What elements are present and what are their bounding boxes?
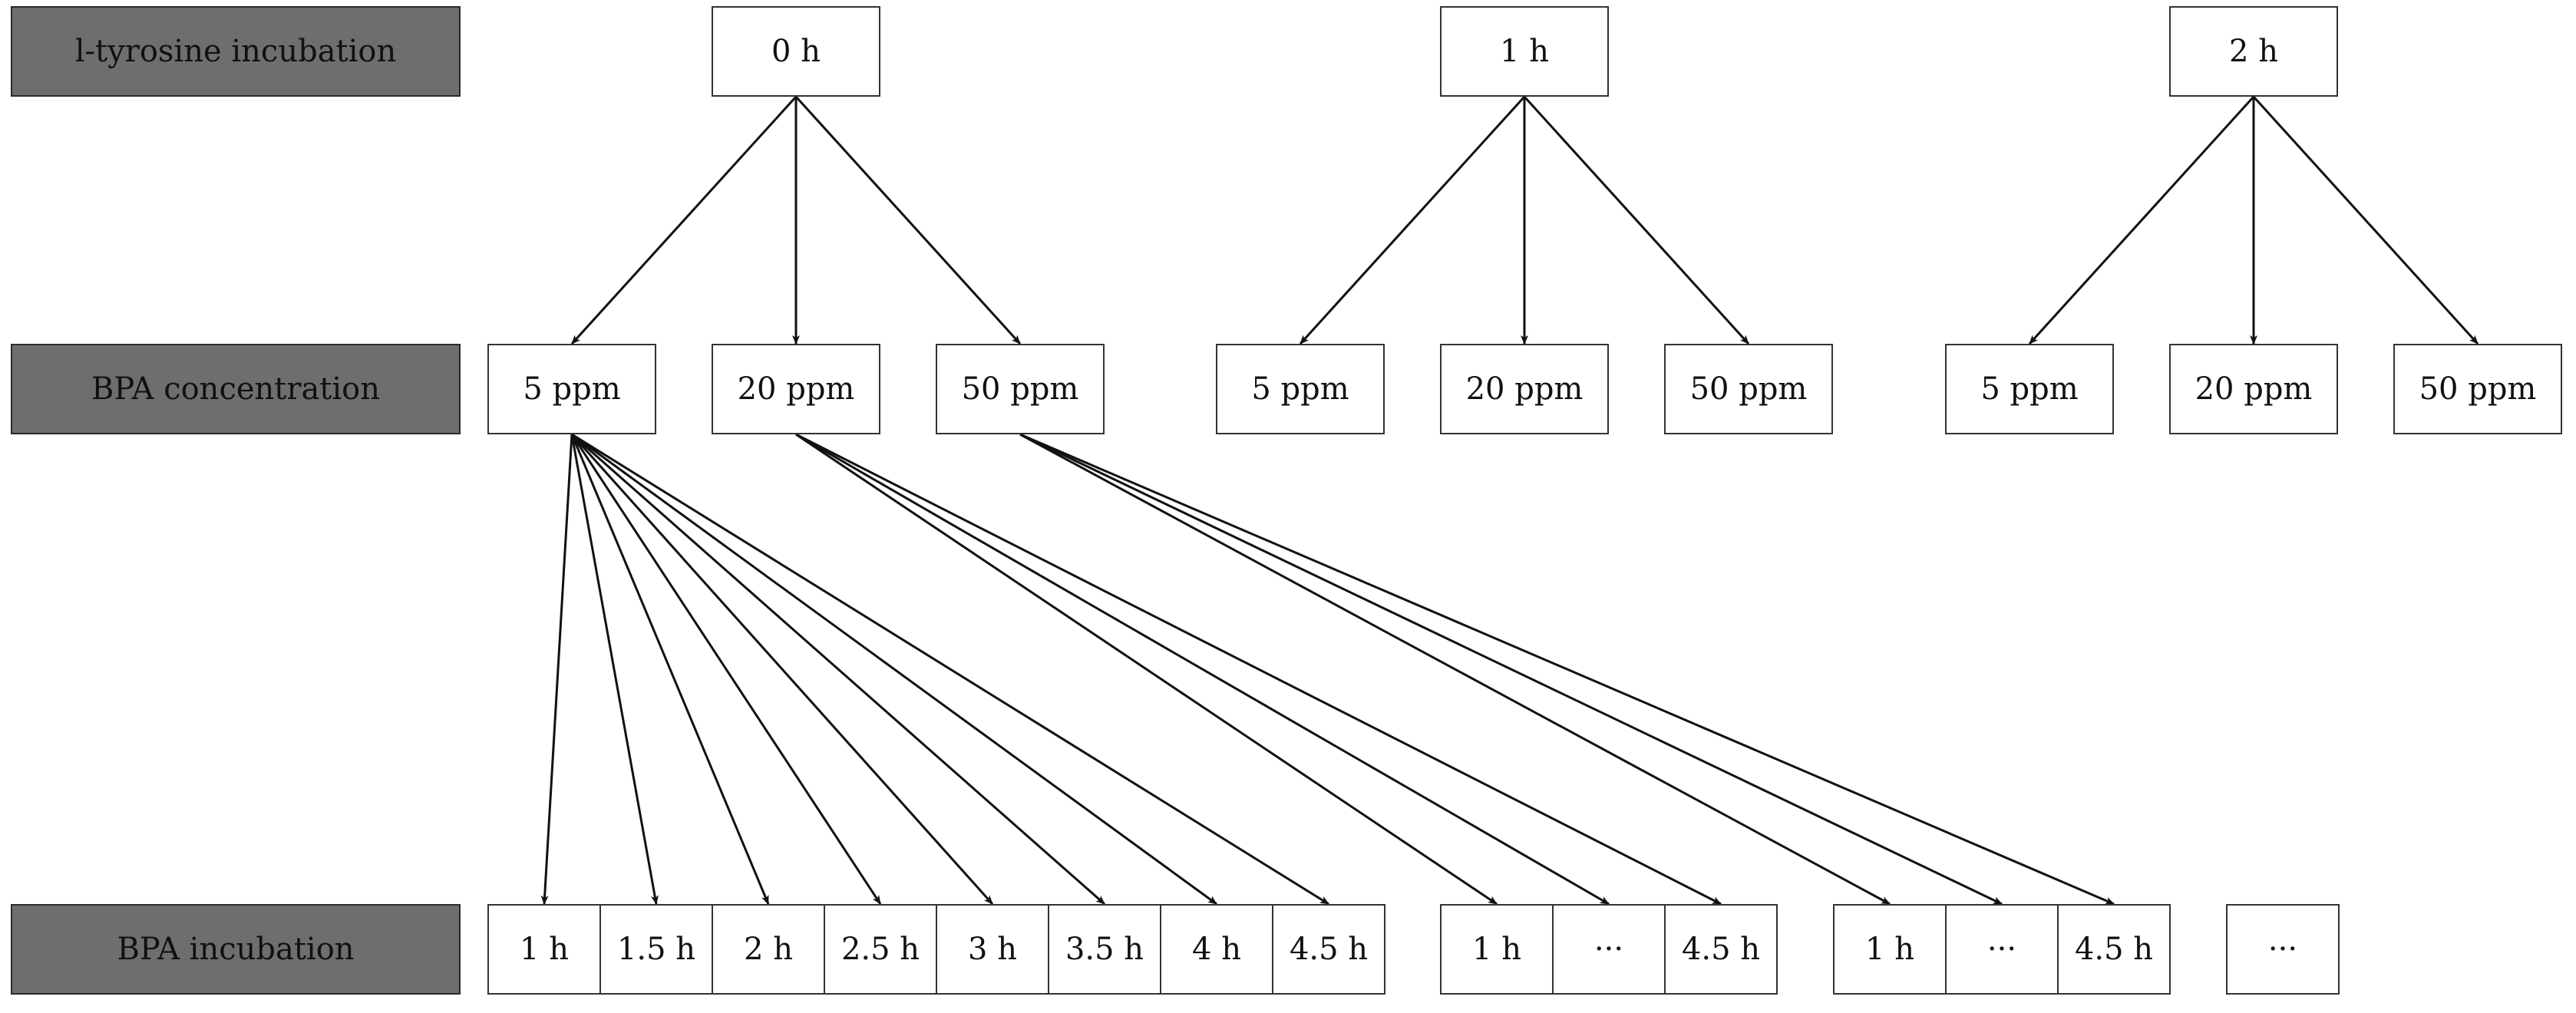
- tyrosine-time-box: 1 h: [1440, 6, 1609, 97]
- incubation-box: 4 h: [1160, 904, 1273, 995]
- connector-arrow: [571, 433, 1105, 906]
- concentration-box: 50 ppm: [936, 344, 1105, 434]
- connector-arrow: [2252, 95, 2479, 345]
- connector-arrow: [570, 434, 770, 905]
- connector-arrow: [1019, 433, 1891, 906]
- connector-arrow: [540, 434, 573, 905]
- incubation-box: 1 h: [1440, 904, 1554, 995]
- concentration-box: 5 ppm: [1945, 344, 2114, 434]
- incubation-box: ···: [2226, 904, 2340, 995]
- connector-arrow: [571, 433, 1217, 906]
- row-label-tyrosine-incubation: l-tyrosine incubation: [11, 6, 461, 97]
- connector-arrow: [795, 433, 1498, 906]
- connector-arrow: [2028, 95, 2255, 345]
- connector-arrow: [1523, 95, 1750, 345]
- incubation-box: 3.5 h: [1048, 904, 1161, 995]
- incubation-box: 4.5 h: [1664, 904, 1778, 995]
- incubation-box: 1 h: [1833, 904, 1947, 995]
- concentration-box: 50 ppm: [1664, 344, 1833, 434]
- concentration-box: 50 ppm: [2393, 344, 2562, 434]
- connector-arrow: [1019, 433, 2003, 906]
- tyrosine-time-box: 0 h: [712, 6, 880, 97]
- row-label-bpa-incubation: BPA incubation: [11, 904, 461, 995]
- incubation-box: 2 h: [712, 904, 825, 995]
- incubation-box: 3 h: [936, 904, 1049, 995]
- connector-arrow: [794, 95, 1022, 345]
- incubation-box: 2.5 h: [824, 904, 937, 995]
- concentration-box: 20 ppm: [1440, 344, 1609, 434]
- connector-arrow: [795, 433, 1610, 906]
- connector-arrow: [570, 95, 798, 345]
- concentration-box: 5 ppm: [487, 344, 656, 434]
- connector-arrow: [1299, 95, 1526, 345]
- incubation-box: 1 h: [487, 904, 601, 995]
- incubation-box: ···: [1945, 904, 2059, 995]
- connector-arrow: [1019, 433, 2115, 906]
- connector-arrow: [570, 433, 994, 906]
- row-label-bpa-concentration: BPA concentration: [11, 344, 461, 434]
- concentration-box: 20 ppm: [712, 344, 880, 434]
- tyrosine-time-box: 2 h: [2169, 6, 2338, 97]
- connector-arrow: [571, 433, 1329, 906]
- concentration-box: 5 ppm: [1216, 344, 1385, 434]
- incubation-box: ···: [1552, 904, 1666, 995]
- incubation-box: 4.5 h: [2057, 904, 2171, 995]
- connector-arrow: [795, 433, 1722, 906]
- incubation-box: 1.5 h: [599, 904, 713, 995]
- connector-arrow: [570, 434, 882, 905]
- concentration-box: 20 ppm: [2169, 344, 2338, 434]
- connector-arrow: [570, 434, 659, 905]
- incubation-box: 4.5 h: [1272, 904, 1385, 995]
